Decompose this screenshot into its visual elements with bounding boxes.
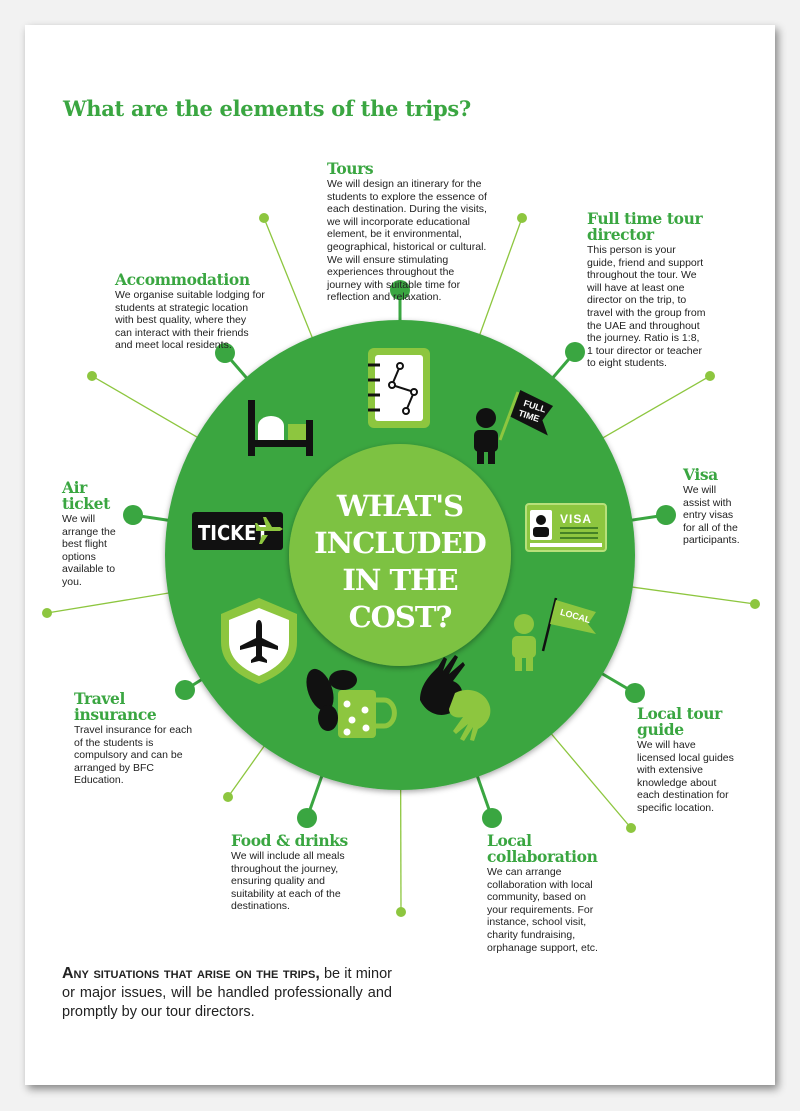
inner-circle	[289, 444, 511, 666]
ticket-icon: TICKET	[192, 512, 283, 550]
page-title: What are the elements of the trips?	[63, 96, 471, 121]
food-text: We will include all meals throughout the…	[231, 850, 345, 913]
bed-icon	[248, 400, 313, 456]
footer-note: Any situations that arise on the trips, …	[62, 964, 392, 1022]
light-dots	[42, 213, 760, 917]
center-heading: WHAT'S INCLUDED IN THE COST?	[300, 488, 500, 636]
food-block: Food & drinks We will include all meals …	[231, 833, 356, 913]
visa-card-icon: VISA	[525, 503, 607, 552]
insurance-block: Travel insurance Travel insurance for ea…	[74, 691, 199, 787]
guide-title: Local tour guide	[637, 704, 722, 739]
guide-block: Local tour guide We will have licensed l…	[637, 706, 737, 815]
local-guide-icon: LOCAL	[512, 597, 596, 671]
tours-title: Tours	[327, 159, 374, 178]
director-title: Full time tour director	[587, 209, 703, 244]
footer-rest: be it minor or major issues, will be han…	[62, 966, 392, 1020]
insurance-shield-icon	[221, 598, 297, 684]
accommodation-block: Accommodation We organise suitable lodgi…	[115, 272, 265, 352]
director-block: Full time tour director This person is y…	[587, 211, 707, 370]
visa-text: VISA	[560, 512, 592, 526]
footer-lead: Any situations that arise on the trips,	[62, 965, 320, 982]
itinerary-notebook-icon	[368, 348, 430, 428]
air-ticket-title: Air ticket	[62, 478, 110, 513]
collaboration-text: We can arrange collaboration with local …	[487, 866, 598, 954]
visa-title: Visa	[683, 465, 718, 484]
air-ticket-block: Air ticket We will arrange the best flig…	[62, 480, 122, 589]
accommodation-text: We organise suitable lodging for student…	[115, 289, 265, 352]
director-text: This person is your guide, friend and su…	[587, 244, 706, 370]
tour-director-icon: FULL TIME	[474, 390, 554, 464]
food-drinks-icon	[306, 668, 397, 738]
guide-text: We will have licensed local guides with …	[637, 739, 734, 814]
dark-dots	[123, 280, 676, 828]
insurance-title: Travel insurance	[74, 689, 157, 724]
visa-block: Visa We will assist with entry visas for…	[683, 467, 745, 547]
tours-block: Tours We will design an itinerary for th…	[327, 161, 487, 304]
center-line: WHAT'S	[336, 489, 464, 523]
collaboration-title: Local collaboration	[487, 831, 598, 866]
center-line: IN THE	[342, 563, 458, 597]
air-ticket-text: We will arrange the best flight options …	[62, 513, 116, 588]
handshake-collaboration-icon	[420, 655, 491, 741]
center-line: COST?	[348, 600, 453, 634]
tours-text: We will design an itinerary for the stud…	[327, 178, 487, 304]
ticket-text: TICKET	[198, 521, 269, 545]
visa-text: We will assist with entry visas for all …	[683, 484, 740, 547]
food-title: Food & drinks	[231, 831, 348, 850]
center-line: INCLUDED	[314, 526, 487, 560]
insurance-text: Travel insurance for each of the student…	[74, 724, 193, 787]
collaboration-block: Local collaboration We can arrange colla…	[487, 833, 607, 954]
accommodation-title: Accommodation	[115, 270, 250, 289]
